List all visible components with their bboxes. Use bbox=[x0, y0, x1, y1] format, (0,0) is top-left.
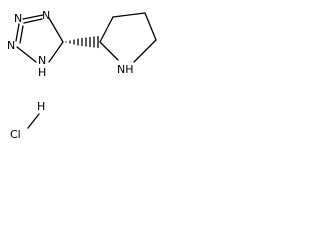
atom-n-left: N bbox=[7, 39, 15, 52]
hashed-wedge-bond bbox=[65, 35, 99, 49]
bond-c5-n1 bbox=[133, 39, 157, 63]
structure-canvas: N N N N H NH H Cl bbox=[0, 0, 174, 147]
atom-pyrrolidine-nh: NH bbox=[117, 63, 134, 76]
atom-n-ring: N bbox=[38, 54, 46, 67]
bond-n2-c5 bbox=[48, 17, 64, 43]
bond-n1-c2 bbox=[99, 41, 119, 61]
atom-n-ring-h: H bbox=[38, 66, 46, 79]
bond-n4-n3 bbox=[16, 46, 37, 63]
bond-c5-n4 bbox=[48, 41, 64, 63]
bond-h-cl bbox=[27, 113, 40, 129]
bond-n1-n2-double bbox=[23, 18, 43, 24]
bond-n3-n1 bbox=[15, 23, 20, 42]
bond-c3-c4 bbox=[112, 12, 146, 18]
atom-n-top-left: N bbox=[14, 12, 22, 25]
bond-c2-c3 bbox=[99, 16, 114, 43]
atom-cl: Cl bbox=[10, 128, 21, 141]
molecule-diagram: N N N N H NH H Cl bbox=[7, 9, 157, 141]
bond-n1-n2 bbox=[22, 14, 44, 20]
atom-n-top-right: N bbox=[42, 9, 50, 22]
bond-c4-c5 bbox=[144, 12, 157, 41]
bond-n3-n1-double bbox=[19, 25, 24, 44]
atom-h: H bbox=[37, 100, 45, 113]
